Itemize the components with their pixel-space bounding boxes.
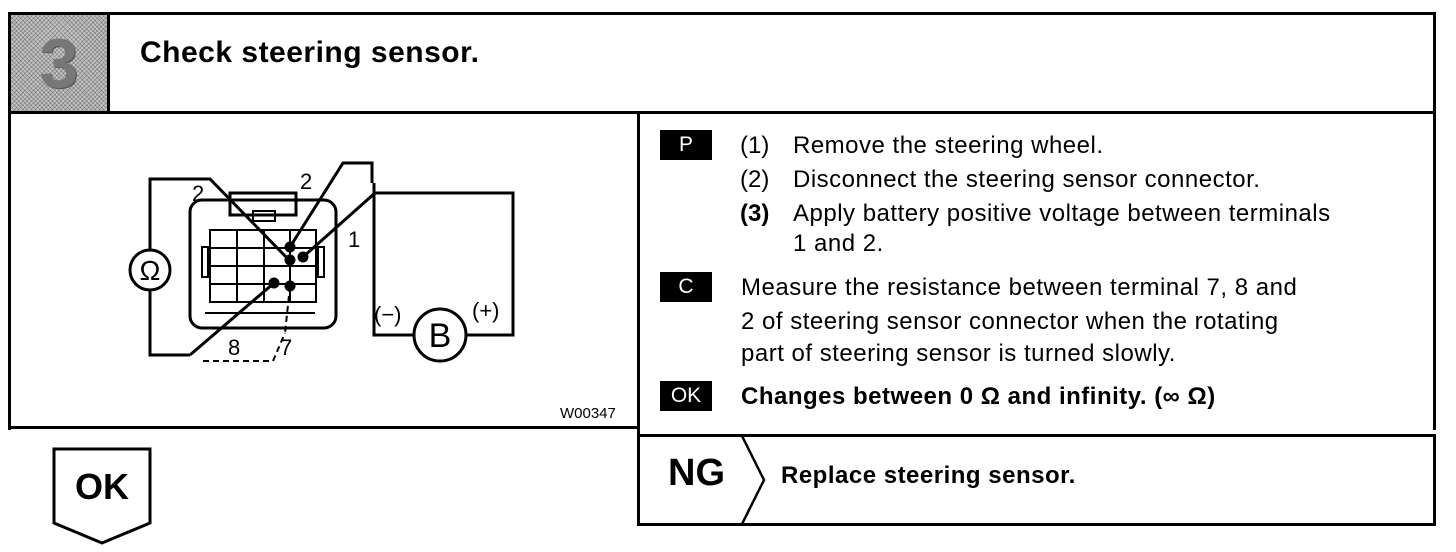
ohmmeter-lead-upper: [148, 177, 290, 261]
step-number-badge: [11, 15, 110, 111]
lead-terminal-1: [302, 191, 515, 300]
battery-symbol: [412, 307, 468, 363]
battery-lead-negative: [372, 183, 414, 337]
check-text: part of steering sensor is turned slowly…: [741, 340, 1176, 367]
prep-step-num: (1): [740, 132, 770, 159]
prep-step-text: Remove the steering wheel.: [793, 132, 1104, 159]
ohmmeter-lead-lower: [148, 290, 190, 357]
step-title: Check steering sensor.: [140, 36, 480, 69]
prep-step-num: (2): [740, 166, 770, 193]
prep-step-text: Disconnect the steering sensor connector…: [793, 166, 1261, 193]
connector-latch: [228, 191, 298, 217]
step-number: 3: [39, 24, 79, 102]
figure-id: W00347: [560, 405, 616, 422]
ok-label: OK: [75, 466, 129, 507]
ng-label: NG: [668, 452, 725, 494]
battery-minus-label: (−): [374, 302, 402, 327]
ng-action: Replace steering sensor.: [781, 462, 1076, 489]
column-divider: [637, 114, 640, 526]
step-body: [8, 114, 1436, 430]
ohmmeter-symbol: [128, 248, 172, 292]
ng-chevron-icon: [740, 436, 766, 524]
terminal-label: 1: [348, 227, 360, 252]
connector-wiring-diagram: Ω B (−) (+) 2 2 1 8 7: [128, 161, 515, 363]
prep-badge: P: [660, 130, 712, 160]
check-text: 2 of steering sensor connector when the …: [741, 308, 1279, 335]
terminal-label: 2: [300, 169, 312, 194]
terminal-label: 2: [192, 181, 204, 206]
ohmmeter-label: Ω: [140, 255, 161, 286]
terminal-label: 7: [280, 335, 292, 360]
figure-bottom-border: [8, 426, 640, 429]
lead-terminal-8: [189, 281, 275, 357]
battery-lead-positive: [466, 300, 515, 337]
check-text: Measure the resistance between terminal …: [741, 274, 1298, 301]
result-right-border: [1433, 434, 1436, 526]
ok-spec-badge: OK: [660, 381, 712, 411]
result-bottom-border: [637, 523, 1436, 526]
prep-step-text-continued: 1 and 2.: [793, 230, 884, 257]
terminal-label: 8: [228, 335, 240, 360]
lead-terminal-2: [288, 161, 374, 248]
battery-plus-label: (+): [472, 298, 500, 323]
prep-step-num: (3): [740, 200, 770, 227]
check-badge: C: [660, 272, 712, 302]
battery-label: B: [429, 317, 452, 355]
result-separator: [637, 434, 1436, 437]
step-header: [8, 12, 1436, 114]
lead-terminal-7: [284, 285, 291, 334]
ok-arrow-badge: [52, 447, 152, 545]
connector-housing: [188, 198, 338, 330]
prep-step-text: Apply battery positive voltage between t…: [793, 200, 1331, 227]
terminal-dot: [284, 254, 296, 266]
ok-spec-text: Changes between 0 Ω and infinity. (∞ Ω): [741, 383, 1216, 410]
